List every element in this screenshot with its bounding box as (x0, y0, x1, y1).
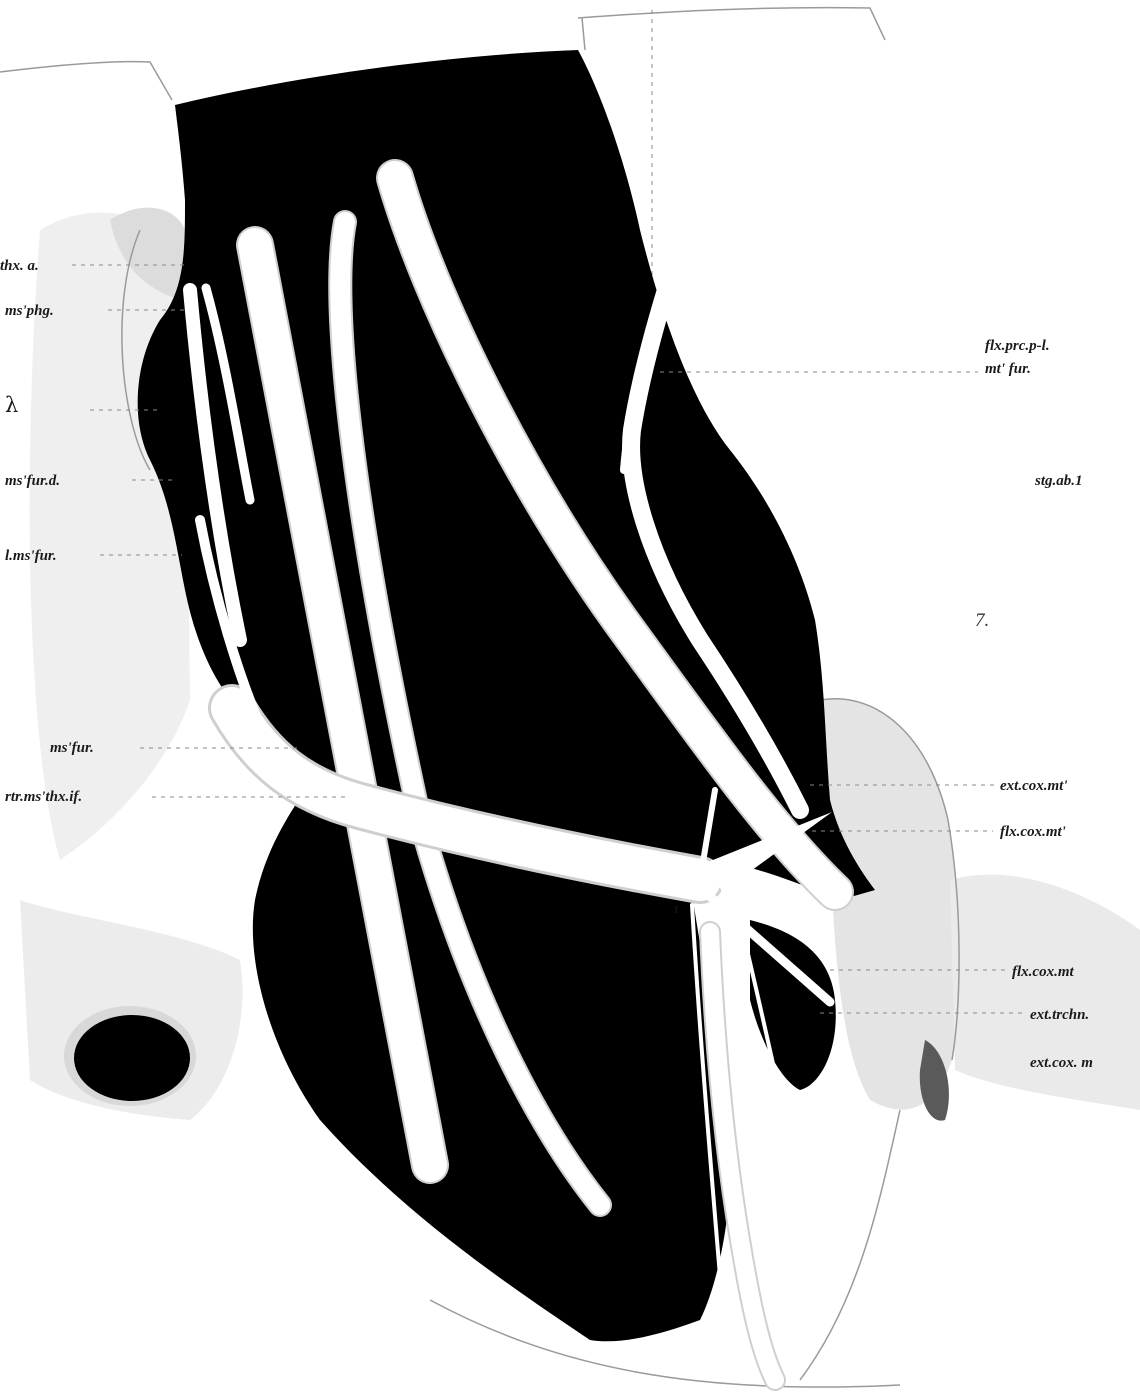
top-right-contour (578, 8, 885, 40)
label-thx-a: thx. a. (0, 258, 39, 274)
label-flx-cox-mt-b: flx.cox.mt (1012, 964, 1074, 980)
label-ms-fur-d: ms'fur.d. (5, 473, 60, 489)
top-left-contour (0, 62, 172, 100)
marker-label: 1 (673, 902, 679, 916)
label-flx-prc-p-l: flx.prc.p-l. (985, 338, 1050, 354)
label-ext-trchn: ext.trchn. (1030, 1007, 1089, 1023)
label-flx-cox-mt-a: flx.cox.mt' (1000, 824, 1066, 840)
label-ms-fur: ms'fur. (50, 740, 94, 756)
label-lambda: λ (5, 393, 18, 417)
label-stg-ab-1: stg.ab.1 (1034, 473, 1083, 489)
label-rtr-ms-thx-if: rtr.ms'thx.if. (5, 789, 82, 805)
label-mt-fur: mt' fur. (985, 361, 1031, 377)
label-ext-cox-m: ext.cox. m (1030, 1055, 1093, 1071)
leg-opening (74, 1015, 190, 1101)
label-l-ms-fur: l.ms'fur. (5, 548, 57, 564)
label-ext-cox-mt-a: ext.cox.mt' (1000, 778, 1068, 794)
figure-number: 7. (975, 610, 989, 631)
right-outer-shading (950, 875, 1140, 1110)
lower-right-contour (800, 1110, 900, 1380)
label-ms-phg: ms'phg. (5, 303, 54, 319)
marker-dot (327, 800, 334, 807)
top-edge-contour (582, 18, 585, 50)
